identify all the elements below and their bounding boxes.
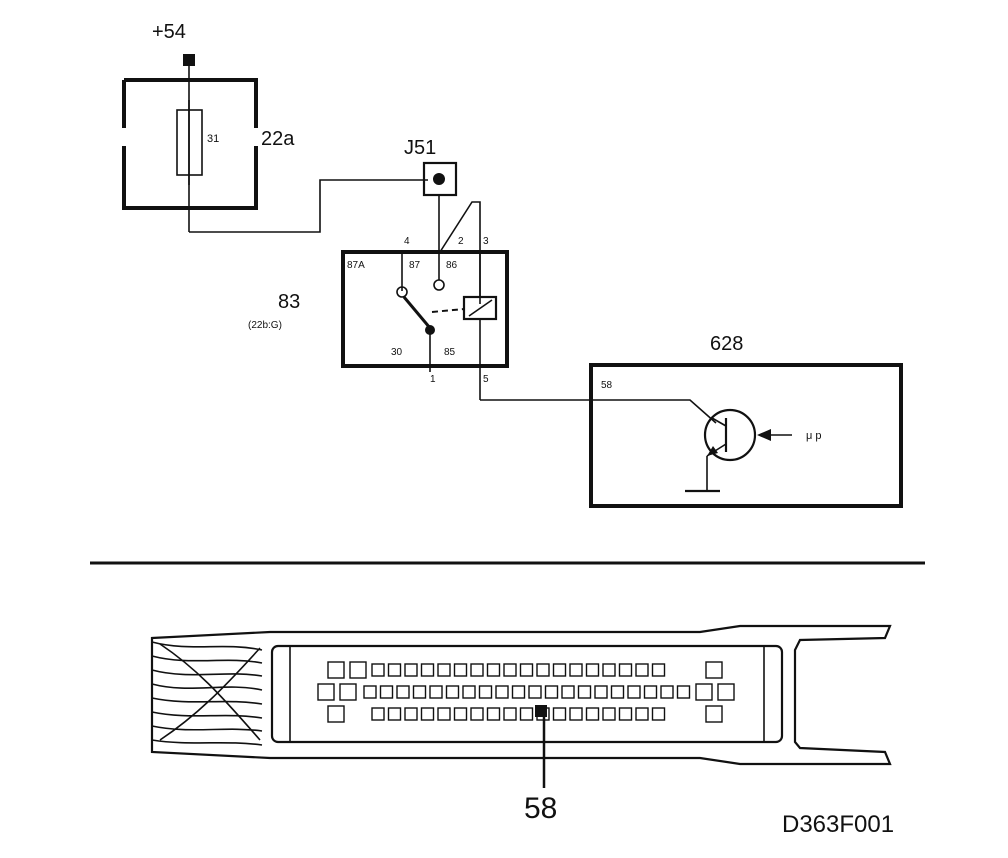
connector-pin [536,663,550,677]
connector-pin [610,685,625,699]
connector-pin [429,685,443,699]
junction-box [422,161,458,197]
connector-pin [717,683,735,701]
connector-pin [470,707,484,721]
connector-pin [339,683,357,701]
junction-label: J51 [404,137,436,159]
connector-pin [635,663,649,677]
connector-pin [552,707,567,721]
ecu-connector [150,624,892,766]
connector-pin [453,707,468,721]
connector-pin [420,707,435,721]
relay-terminal-86: 86 [446,260,458,271]
fuse-number: 31 [207,133,219,145]
connector-pin [363,685,377,699]
connector-pin [705,705,723,723]
connector-pin [327,705,345,723]
connector-pin [387,663,402,677]
connector-pin-58 [535,705,547,717]
connector-pin [594,685,608,699]
relay-pin-4: 4 [404,236,410,247]
connector-pin [317,683,335,701]
connector-pin [478,685,493,699]
connector-pin [470,663,484,677]
connector-pin [618,663,633,677]
connector-pin [618,707,633,721]
connector-pin [561,685,575,699]
connector-pin [412,685,427,699]
connector-pin [651,663,666,677]
relay-pin-1: 1 [430,374,436,385]
connector-pin [676,685,691,699]
connector-pin [569,707,583,721]
relay-label: 83 [278,291,300,313]
power-label: +54 [152,21,186,43]
connector-pin [695,683,713,701]
relay: 87A 87 86 30 85 4 2 3 1 5 [341,236,509,400]
connector-pin [445,685,460,699]
connector-pin [544,685,559,699]
connector-pin [519,663,534,677]
relay-terminal-30: 30 [391,347,403,358]
connector-pin [387,707,402,721]
connector-pin [379,685,394,699]
junction-node [433,173,445,185]
connector-pin [437,663,451,677]
wire-bundle [151,641,263,746]
connector-pin [552,663,567,677]
connector-pin-callout: 58 [524,792,557,825]
ecu-label: 628 [710,333,743,355]
ecu-box: 58 μ p [589,363,903,508]
connector-pin [602,663,616,677]
fuse-box: 31 22a [122,78,295,210]
connector-pin [577,685,592,699]
relay-pin-5: 5 [483,374,489,385]
connector-pin [519,707,534,721]
power-terminal [183,54,195,66]
connector-pin [528,685,542,699]
figure-id: D363F001 [782,811,894,838]
connector-pin [503,707,517,721]
connector-pin [404,663,418,677]
connector-pin [437,707,451,721]
connector-pin [453,663,468,677]
relay-pin-2: 2 [458,236,464,247]
connector-pin [705,661,723,679]
connector-pin [462,685,476,699]
connector-pin [327,661,345,679]
connector-pin [660,685,674,699]
connector-pin [627,685,641,699]
connector-pin [511,685,526,699]
connector-pin [371,707,385,721]
connector-pin [569,663,583,677]
ecu-pin-label: 58 [601,380,613,391]
fuse-box-label: 22a [261,128,295,150]
connector-pin [486,663,501,677]
relay-sub-label: (22b:G) [248,320,282,331]
connector-pin [371,663,385,677]
relay-terminal-87: 87 [409,260,421,271]
connector-pin [495,685,509,699]
connector-pin [396,685,410,699]
connector-pin [651,707,666,721]
connector-pin [585,707,600,721]
connector-pin [420,663,435,677]
connector-pin [643,685,658,699]
connector-pin [602,707,616,721]
connector-pin [585,663,600,677]
connector-pin [503,663,517,677]
connector-pin [349,661,367,679]
ecu-input-label: μ p [806,430,822,442]
relay-pin-3: 3 [483,236,489,247]
relay-terminal-87a: 87A [347,260,365,271]
connector-pin [635,707,649,721]
connector-pin [486,707,501,721]
connector-pin [404,707,418,721]
relay-terminal-85: 85 [444,347,456,358]
